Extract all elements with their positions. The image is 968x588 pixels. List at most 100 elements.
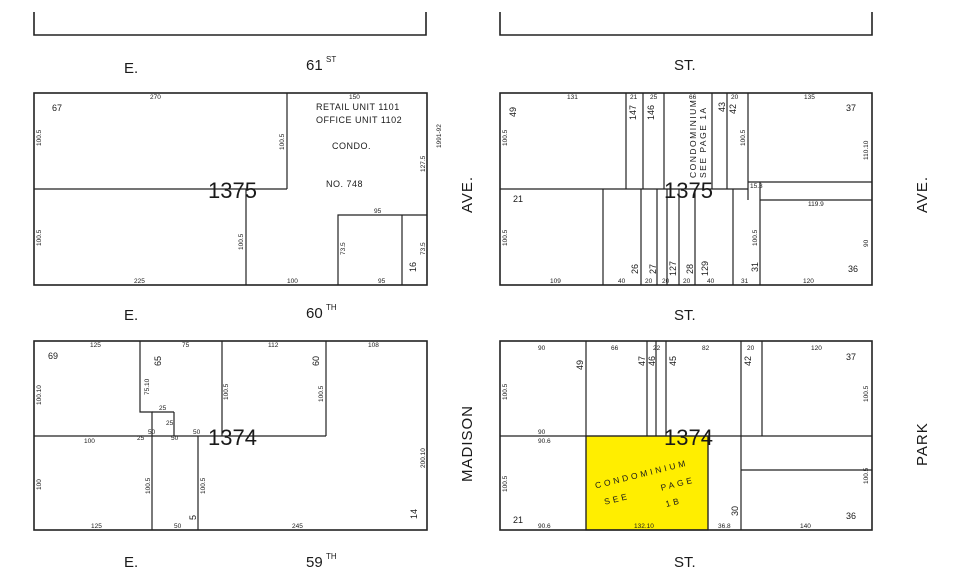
ne-dim-1005-b: 100.5 (740, 129, 747, 146)
block-1374-west: 1374 69 65 60 5 14 125 75 112 108 100.10… (33, 340, 428, 531)
sw-dim-100-b: 100 (36, 479, 43, 490)
sw-dim-50-a: 50 (148, 429, 156, 436)
se-dim-90-a: 90 (538, 345, 546, 352)
ne-dim-20-a: 20 (645, 278, 653, 285)
street-59-e: E. (124, 554, 138, 571)
sw-lot-65: 65 (153, 356, 163, 366)
ne-dim-1005-d: 100.5 (752, 229, 759, 246)
sw-dim-25-c: 25 (137, 435, 145, 442)
nw-dim-1005-a: 100.5 (36, 129, 43, 146)
se-dim-906-a: 90.6 (538, 438, 551, 445)
ne-lot-37: 37 (846, 103, 856, 113)
nw-condo-line4: NO. 748 (326, 179, 363, 189)
nw-dim-margin: 1991-92 (436, 124, 443, 148)
block-number-nw: 1375 (208, 178, 257, 203)
avenue-madison: AVE. MADISON (459, 176, 476, 482)
street-60th: E. 60 TH ST. (124, 303, 696, 324)
se-dim-90-b: 90 (538, 429, 546, 436)
sw-dim-1005-d: 100.5 (200, 477, 207, 494)
se-dim-1005-a: 100.5 (502, 383, 509, 400)
ne-lot-43: 43 (717, 102, 727, 112)
street-59-sup: TH (326, 552, 337, 561)
se-lot-42: 42 (743, 356, 753, 366)
nw-dim-1275: 127.5 (420, 155, 427, 172)
se-dim-22: 22 (653, 345, 661, 352)
park-ave-label: AVE. (914, 176, 931, 213)
ne-condo-line2: SEE PAGE 1A (698, 106, 708, 178)
se-dim-82: 82 (702, 345, 710, 352)
ne-dim-135: 135 (804, 94, 815, 101)
street-59-name: 59 (306, 554, 323, 571)
madison-label: MADISON (459, 405, 476, 482)
nw-dim-95-b: 95 (378, 278, 386, 285)
street-60-name: 60 (306, 305, 323, 322)
ne-dim-90: 90 (863, 239, 870, 247)
sw-dim-125-a: 125 (90, 342, 101, 349)
ne-dim-40-a: 40 (618, 278, 626, 285)
ne-dim-20-c: 20 (683, 278, 691, 285)
ne-lot-42: 42 (728, 104, 738, 114)
ne-lot-31: 31 (750, 262, 760, 272)
ne-dim-31: 31 (741, 278, 749, 285)
street-61st: E. 61 ST ST. (124, 55, 696, 77)
sw-dim-25-a: 25 (159, 405, 167, 412)
ne-lot-27: 27 (648, 264, 658, 274)
se-lot-49: 49 (575, 360, 585, 370)
sw-dim-50-d: 50 (174, 523, 182, 530)
se-dim-1005-d: 100.5 (863, 467, 870, 484)
nw-condo-line2: OFFICE UNIT 1102 (316, 115, 402, 125)
condominium-lot-highlight (585, 435, 709, 531)
park-label: PARK (914, 422, 931, 466)
sw-dim-75: 75 (182, 342, 190, 349)
ne-lot-21: 21 (513, 194, 523, 204)
ne-lot-36: 36 (848, 264, 858, 274)
se-lot-36: 36 (846, 511, 856, 521)
ne-dim-131: 131 (567, 94, 578, 101)
sw-dim-245: 245 (292, 523, 303, 530)
ne-lot-129: 129 (700, 261, 710, 276)
nw-lot-67: 67 (52, 103, 62, 113)
nw-dim-1005-c: 100.5 (36, 229, 43, 246)
ne-dim-11010: 110.10 (863, 140, 870, 160)
block-1375-east: 1375 CONDOMINIUM SEE PAGE 1A 49 147 146 … (499, 92, 873, 286)
sw-lot-60: 60 (311, 356, 321, 366)
street-59-st: ST. (674, 554, 696, 571)
se-condo-line3: 1B (664, 495, 682, 509)
se-dim-1005-c: 100.5 (502, 475, 509, 492)
ne-dim-1005-a: 100.5 (502, 129, 509, 146)
ne-dim-20: 20 (731, 94, 739, 101)
ne-lot-49: 49 (508, 107, 518, 117)
ne-dim-25: 25 (650, 94, 658, 101)
nw-condo-line1: RETAIL UNIT 1101 (316, 102, 400, 112)
sw-dim-10010: 100.10 (36, 385, 43, 405)
block-1375-west: RETAIL UNIT 1101 OFFICE UNIT 1102 CONDO.… (33, 92, 443, 286)
madison-ave-label: AVE. (459, 176, 476, 213)
ne-dim-1199: 119.9 (808, 201, 824, 208)
se-dim-20: 20 (747, 345, 755, 352)
sw-dim-50-c: 50 (193, 429, 201, 436)
nw-dim-735-a: 73.5 (340, 242, 347, 255)
block-number-sw: 1374 (208, 425, 257, 450)
sw-dim-7510: 75.10 (144, 378, 151, 395)
street-60-sup: TH (326, 303, 337, 312)
ne-condo-line1: CONDOMINIUM (688, 99, 698, 178)
sw-dim-20010: 200.10 (420, 448, 427, 468)
se-lot-45: 45 (668, 356, 678, 366)
street-61-st: ST. (674, 57, 696, 74)
block-number-se: 1374 (664, 425, 713, 450)
ne-lot-28: 28 (685, 264, 695, 274)
nw-dim-225: 225 (134, 278, 145, 285)
ne-dim-20-b: 20 (662, 278, 670, 285)
ne-dim-109: 109 (550, 278, 561, 285)
se-lot-47: 47 (637, 356, 647, 366)
street-59th: E. 59 TH ST. (124, 552, 696, 571)
nw-dim-1005-b: 100.5 (279, 133, 286, 150)
street-61-e: E. (124, 60, 138, 77)
sw-dim-125-b: 125 (91, 523, 102, 530)
ne-lot-26: 26 (630, 264, 640, 274)
sw-dim-1005-b: 100.5 (318, 385, 325, 402)
nw-dim-735-b: 73.5 (420, 242, 427, 255)
nw-condo-line3: CONDO. (332, 141, 371, 151)
ne-dim-153: 15.3 (750, 183, 763, 190)
block-number-ne: 1375 (664, 178, 713, 203)
